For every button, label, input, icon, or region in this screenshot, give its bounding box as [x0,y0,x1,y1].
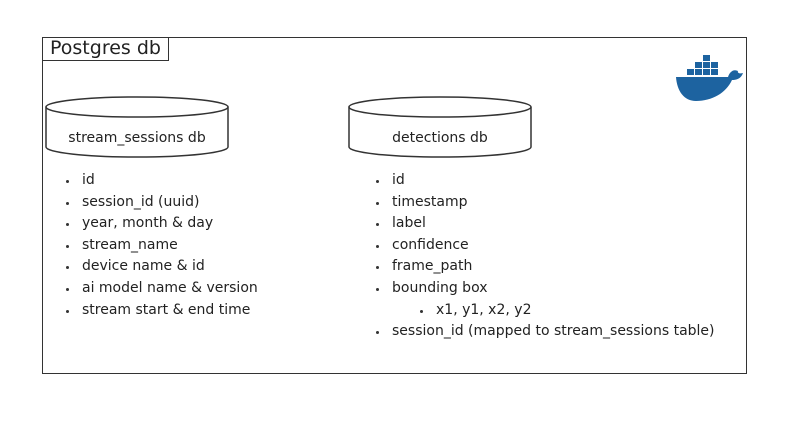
stream-sessions-db-label: stream_sessions db [68,130,206,146]
stream-sessions-field-list: id session_id (uuid) year, month & day s… [66,170,258,321]
postgres-container [42,37,747,374]
field-item: frame_path [376,256,715,278]
field-item: year, month & day [66,213,258,235]
field-item: device name & id [66,256,258,278]
field-item: session_id (uuid) [66,192,258,214]
field-item: bounding box [376,278,715,300]
field-item: stream_name [66,235,258,257]
cylinder-shape [348,96,532,158]
field-item: label [376,213,715,235]
stream-sessions-db-cylinder: stream_sessions db [45,96,229,158]
field-item: id [376,170,715,192]
field-item: stream start & end time [66,300,258,322]
field-item: session_id (mapped to stream_sessions ta… [376,321,715,343]
field-item: timestamp [376,192,715,214]
docker-whale-icon [676,55,743,101]
cylinder-shape [45,96,229,158]
detections-field-list: id timestamp label confidence frame_path… [376,170,715,343]
container-title: Postgres db [42,37,169,61]
field-item: id [66,170,258,192]
field-item: ai model name & version [66,278,258,300]
detections-db-cylinder: detections db [348,96,532,158]
field-subitem: x1, y1, x2, y2 [376,300,715,322]
detections-db-label: detections db [392,130,488,146]
field-item: confidence [376,235,715,257]
